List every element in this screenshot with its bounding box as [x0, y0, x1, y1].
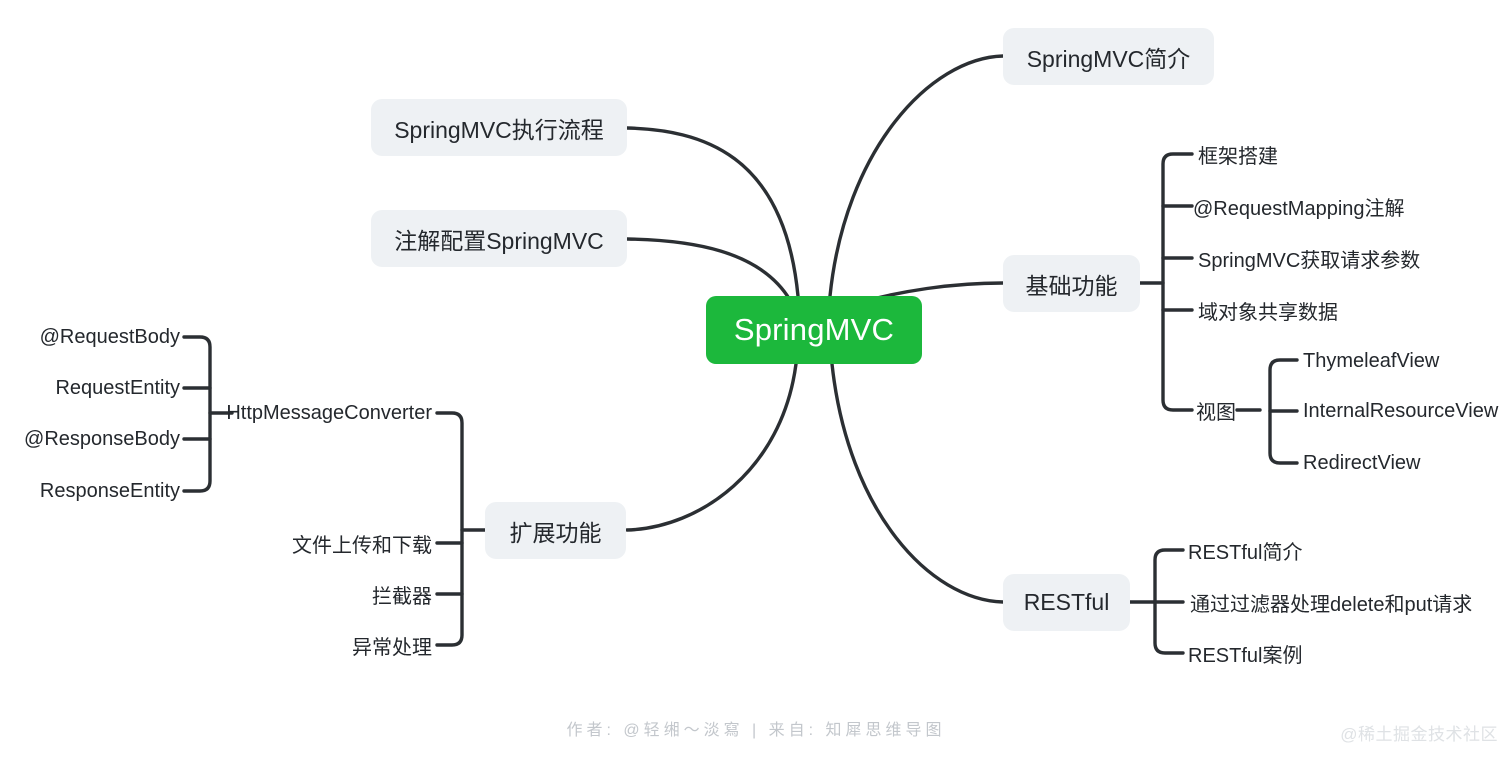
basic-child-requestmapping-label: @RequestMapping注解 — [1193, 197, 1405, 220]
view-child-thymeleafview[interactable]: ThymeleafView — [1303, 347, 1439, 375]
watermark-label: @稀土掘金技术社区 — [1340, 725, 1498, 744]
branch-execution-flow-label: SpringMVC执行流程 — [394, 116, 604, 143]
restful-child-filter[interactable]: 通过过滤器处理delete和put请求 — [1190, 588, 1472, 616]
basic-child-scope-sharing[interactable]: 域对象共享数据 — [1198, 296, 1338, 324]
hmc-child-responsebody[interactable]: @ResponseBody — [0, 425, 180, 453]
connector-extended-bracket — [435, 411, 464, 647]
connector-root-to-annotation — [625, 237, 792, 302]
watermark: @稀土掘金技术社区 — [1340, 720, 1498, 745]
branch-extended-features-label: 扩展功能 — [509, 519, 602, 546]
branch-annotation-config-label: 注解配置SpringMVC — [394, 227, 604, 254]
restful-child-intro-label: RESTful简介 — [1188, 541, 1303, 564]
restful-child-intro[interactable]: RESTful简介 — [1188, 536, 1302, 564]
view-child-internalresourceview[interactable]: InternalResourceView — [1303, 397, 1498, 425]
connector-root-to-extended — [625, 362, 798, 532]
extended-child-httpmessageconverter[interactable]: HttpMessageConverter — [0, 399, 432, 427]
extended-child-exception-handling-label: 异常处理 — [352, 636, 432, 659]
branch-basic-features[interactable]: 基础功能 — [1003, 255, 1140, 312]
connector-root-to-intro — [828, 54, 1005, 298]
extended-child-file-upload-download-label: 文件上传和下载 — [292, 534, 432, 557]
branch-restful-label: RESTful — [1023, 589, 1110, 615]
restful-child-case[interactable]: RESTful案例 — [1188, 639, 1302, 667]
branch-springmvc-intro[interactable]: SpringMVC简介 — [1003, 28, 1214, 85]
basic-child-request-params[interactable]: SpringMVC获取请求参数 — [1198, 244, 1420, 272]
root-node[interactable]: SpringMVC — [706, 296, 922, 364]
basic-child-request-params-label: SpringMVC获取请求参数 — [1198, 249, 1421, 272]
footer-credit-label: 作者: @轻缃～淡寫 | 来自: 知犀思维导图 — [566, 722, 946, 739]
extended-child-file-upload-download[interactable]: 文件上传和下载 — [0, 529, 432, 557]
connector-root-to-flow — [625, 126, 800, 298]
connector-restful-bracket — [1153, 548, 1185, 655]
basic-child-scope-sharing-label: 域对象共享数据 — [1198, 301, 1338, 324]
view-child-internalresourceview-label: InternalResourceView — [1303, 399, 1499, 422]
view-child-redirectview-label: RedirectView — [1303, 451, 1421, 474]
basic-child-view[interactable]: 视图 — [1196, 396, 1236, 424]
root-node-label: SpringMVC — [733, 312, 895, 347]
basic-child-requestmapping[interactable]: @RequestMapping注解 — [1193, 192, 1405, 220]
branch-execution-flow[interactable]: SpringMVC执行流程 — [371, 99, 627, 156]
view-child-redirectview[interactable]: RedirectView — [1303, 449, 1420, 477]
extended-child-interceptor-label: 拦截器 — [372, 585, 432, 608]
hmc-child-responseentity-label: ResponseEntity — [39, 479, 180, 502]
connector-root-to-restful — [830, 362, 1005, 604]
hmc-child-requestbody[interactable]: @RequestBody — [0, 323, 180, 351]
extended-child-interceptor[interactable]: 拦截器 — [0, 580, 432, 608]
branch-basic-features-label: 基础功能 — [1025, 272, 1118, 299]
branch-springmvc-intro-label: SpringMVC简介 — [1026, 45, 1191, 72]
hmc-child-responseentity[interactable]: ResponseEntity — [0, 477, 180, 505]
restful-child-filter-label: 通过过滤器处理delete和put请求 — [1190, 593, 1473, 616]
extended-child-exception-handling[interactable]: 异常处理 — [0, 631, 432, 659]
extended-child-httpmessageconverter-label: HttpMessageConverter — [226, 401, 432, 424]
basic-child-framework-setup[interactable]: 框架搭建 — [1198, 140, 1278, 168]
hmc-child-responsebody-label: @ResponseBody — [24, 427, 180, 450]
branch-annotation-config[interactable]: 注解配置SpringMVC — [371, 210, 627, 267]
connector-basic-bracket — [1161, 152, 1194, 412]
restful-child-case-label: RESTful案例 — [1188, 644, 1303, 667]
footer-credit: 作者: @轻缃～淡寫 | 来自: 知犀思维导图 — [0, 716, 1512, 740]
hmc-child-requestentity-label: RequestEntity — [55, 376, 180, 399]
branch-extended-features[interactable]: 扩展功能 — [485, 502, 626, 559]
view-child-thymeleafview-label: ThymeleafView — [1303, 349, 1440, 372]
basic-child-framework-setup-label: 框架搭建 — [1198, 145, 1278, 168]
connector-view-bracket — [1268, 358, 1299, 465]
hmc-child-requestentity[interactable]: RequestEntity — [0, 374, 180, 402]
branch-restful[interactable]: RESTful — [1003, 574, 1130, 631]
basic-child-view-label: 视图 — [1196, 401, 1236, 424]
hmc-child-requestbody-label: @RequestBody — [39, 325, 180, 348]
